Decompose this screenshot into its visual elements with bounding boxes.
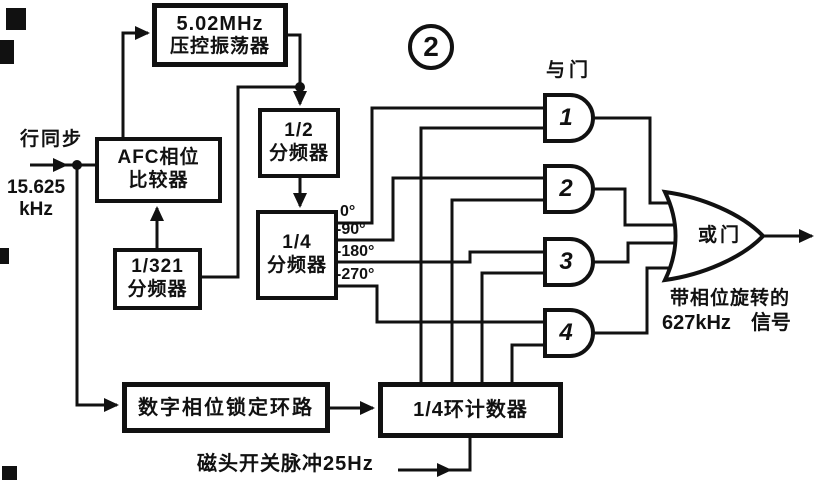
and-gate-4-number: 4 [559, 319, 573, 346]
output-frequency-line: 627kHz 信号 [662, 312, 791, 335]
div321-label: 分频器 [127, 279, 188, 300]
figure-number-badge: 2 [408, 24, 454, 70]
wire-phase-0-to-and1 [338, 106, 552, 225]
vco-label: 压控振荡器 [169, 35, 270, 57]
junction-vco-out [295, 82, 305, 92]
div321-ratio: 1/321 [131, 256, 184, 278]
block-ring-counter: 1/4环计数器 [378, 382, 563, 438]
dpll-label: 数字相位锁定环路 [138, 396, 314, 419]
output-signal-word: 信号 [750, 312, 791, 334]
and-gate-2 [543, 164, 595, 214]
and-gate-4 [543, 308, 595, 358]
wire-ring1-to-and1 [419, 126, 552, 382]
hsync-label: 行同步 [20, 129, 84, 150]
wire-and2-to-or [590, 187, 690, 227]
and-gates-label: 与门 [546, 60, 593, 81]
and-gate-2-number: 2 [559, 175, 573, 202]
block-divider-321: 1/321 分频器 [113, 248, 202, 310]
and-gate-3 [543, 237, 595, 287]
wire-phase-90-to-and2 [338, 176, 552, 242]
wire-ring3-to-and3 [480, 271, 552, 382]
div4-ratio: 1/4 [282, 232, 312, 254]
ring-counter-label: 1/4环计数器 [413, 399, 528, 421]
wire-vco-to-div321 [202, 85, 300, 279]
wire-and3-to-or [590, 241, 690, 264]
figure-number: 2 [423, 31, 439, 62]
wire-ring4-to-and4 [510, 343, 552, 382]
and-gate-1-number: 1 [559, 104, 573, 131]
phase-label-0: 0° [340, 203, 356, 220]
hsync-frequency-unit: kHz [19, 198, 53, 220]
scan-artifact [0, 40, 14, 64]
head-switch-pulse-label: 磁头开关脉冲25Hz [197, 453, 374, 475]
wire-headswitch-to-ring [444, 438, 472, 472]
div4-label: 分频器 [266, 255, 327, 276]
block-divider-4: 1/4 分频器 [256, 210, 338, 300]
hsync-frequency: 15.625 kHz [0, 177, 72, 221]
phase-label-180: -180° [336, 243, 375, 260]
phase-label-270: -270° [336, 266, 375, 283]
wire-hsync-to-dpll [75, 165, 119, 412]
vco-frequency: 5.02MHz [176, 12, 264, 35]
hsync-frequency-value: 15.625 [6, 177, 66, 198]
scan-artifact [2, 466, 17, 480]
and-gate-3-number: 3 [559, 248, 573, 275]
scan-artifact [6, 8, 26, 30]
div2-label: 分频器 [268, 143, 329, 164]
or-gate-label: 或门 [698, 225, 743, 246]
div2-ratio: 1/2 [284, 120, 314, 142]
and-gate-1 [543, 93, 595, 143]
block-dpll: 数字相位锁定环路 [122, 382, 330, 433]
output-description: 带相位旋转的 [670, 288, 791, 309]
wire-phase-180-to-and3 [338, 250, 552, 264]
or-gate [661, 189, 766, 283]
block-divider-2: 1/2 分频器 [258, 108, 340, 178]
wire-phase-270-to-and4 [338, 284, 552, 324]
junction-hsync [72, 160, 82, 170]
block-afc-comparator: AFC相位 比较器 [95, 137, 222, 203]
phase-label-90: -90° [336, 221, 366, 238]
wire-ring2-to-and2 [450, 198, 552, 382]
output-frequency: 627kHz [662, 312, 731, 334]
afc-label-line2: 比较器 [128, 170, 189, 191]
scan-artifact [0, 248, 9, 264]
wire-vco-out [288, 33, 302, 87]
afc-label-line1: AFC相位 [117, 147, 200, 169]
block-vco: 5.02MHz 压控振荡器 [152, 3, 288, 67]
wire-afc-to-vco [121, 26, 150, 137]
